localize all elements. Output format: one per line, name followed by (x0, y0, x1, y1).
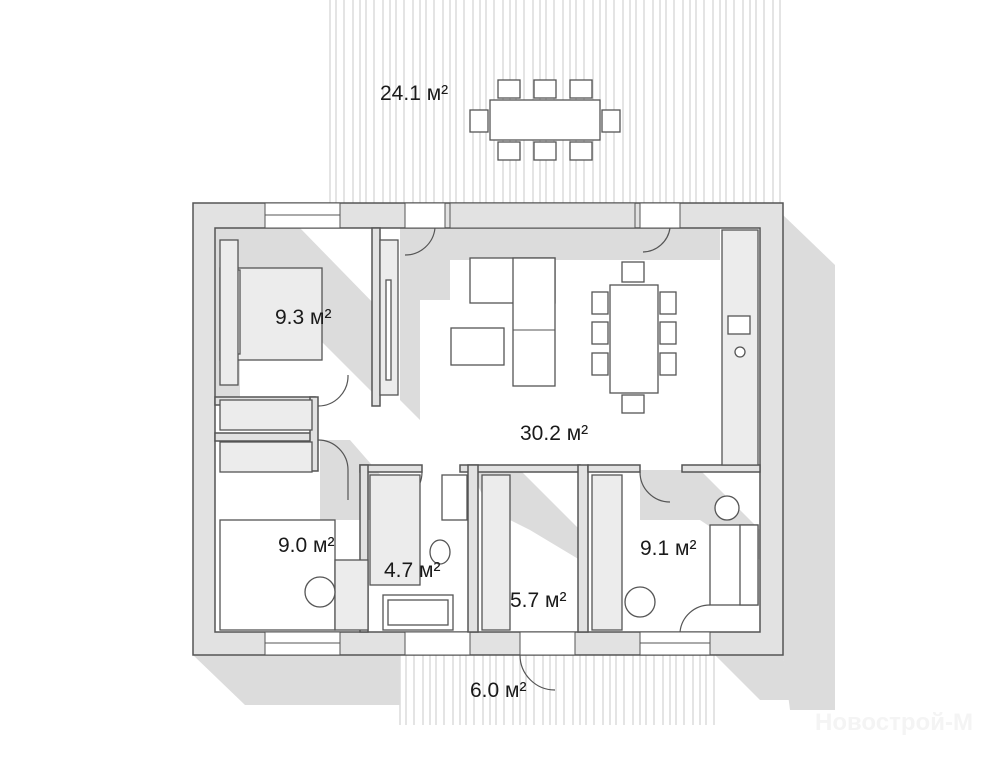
room-area-bathroom: 4.7 м² (384, 559, 440, 582)
porch-decking (399, 655, 715, 725)
outer-walls (192, 202, 784, 656)
room-area-living-kitchen: 30.2 м² (520, 422, 588, 445)
room-area-bedroom-1: 9.3 м² (275, 306, 331, 329)
room-area-bedroom-2: 9.0 м² (278, 534, 334, 557)
room-area-terrace: 24.1 м² (380, 82, 448, 105)
furniture (219, 79, 759, 631)
room-area-porch: 6.0 м² (470, 679, 526, 702)
terrace-decking (329, 0, 781, 203)
room-area-hall: 5.7 м² (510, 589, 566, 612)
room-area-bedroom-3: 9.1 м² (640, 537, 696, 560)
watermark: Новострой-М (815, 709, 973, 736)
interior-walls (214, 227, 761, 633)
